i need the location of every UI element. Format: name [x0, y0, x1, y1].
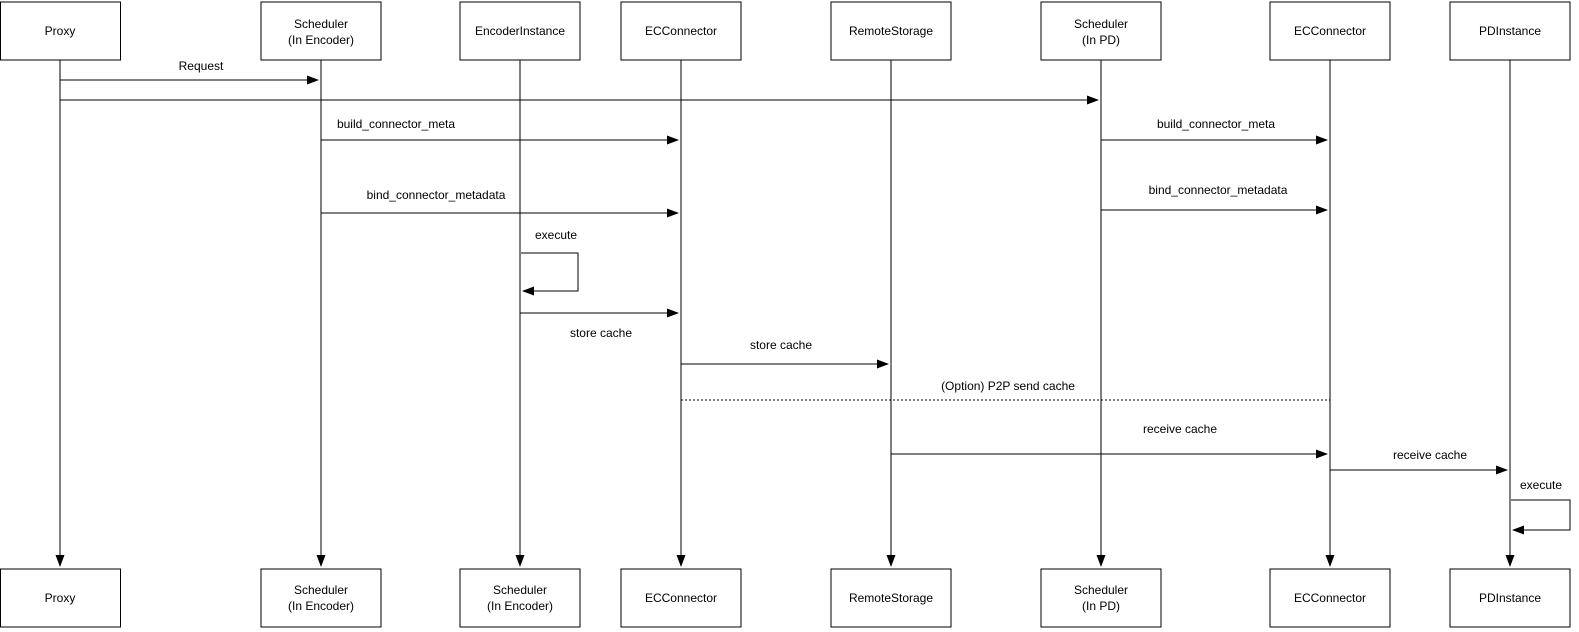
message-bind-connector-metadata-encoder-label: bind_connector_metadata	[367, 188, 506, 202]
actor-top-scheduler-encoder-box	[260, 1, 382, 61]
message-p2p-send-cache: (Option) P2P send cache	[681, 379, 1330, 401]
message-execute-encoder-arrow	[521, 252, 579, 296]
actor-bottom-pd-instance-label: PDInstance	[1479, 591, 1541, 605]
actor-bottom-remote-storage: RemoteStorage	[830, 568, 952, 628]
actor-bottom-scheduler-encoder-1-label-line1: Scheduler	[294, 583, 348, 597]
message-store-cache-to-remotestorage: store cache	[681, 338, 889, 369]
message-p2p-send-cache-label: (Option) P2P send cache	[941, 379, 1075, 393]
message-execute-encoder-label: execute	[535, 228, 577, 242]
actor-bottom-ec-connector-right: ECConnector	[1269, 568, 1391, 628]
actor-bottom-remote-storage-label: RemoteStorage	[849, 591, 933, 605]
actor-top-remote-storage-label: RemoteStorage	[849, 24, 933, 38]
actor-bottom-ec-connector-right-box	[1269, 568, 1391, 628]
actor-bottom-proxy-label: Proxy	[45, 591, 76, 605]
actor-top-ec-connector-right-box	[1269, 1, 1391, 61]
actor-bottom-scheduler-pd: Scheduler (In PD)	[1040, 568, 1162, 628]
message-build-connector-meta-encoder-label: build_connector_meta	[337, 117, 455, 131]
actor-bottom-scheduler-encoder-1: Scheduler (In Encoder)	[260, 568, 382, 628]
message-receive-cache-to-pdinstance: receive cache	[1330, 448, 1508, 475]
message-store-cache-to-ecconnector-label: store cache	[570, 326, 632, 340]
message-bind-connector-metadata-pd-label: bind_connector_metadata	[1149, 183, 1288, 197]
message-request-label: Request	[179, 59, 224, 73]
message-build-connector-meta-encoder: build_connector_meta	[321, 117, 679, 145]
actor-top-scheduler-pd-label-line1: Scheduler	[1074, 17, 1128, 31]
message-bind-connector-metadata-encoder: bind_connector_metadata	[321, 188, 679, 218]
actor-top-encoder-instance-label: EncoderInstance	[475, 24, 565, 38]
lifelines	[55, 60, 1515, 567]
actor-top-pd-instance-label: PDInstance	[1479, 24, 1541, 38]
message-store-cache-to-ecconnector: store cache	[520, 308, 679, 340]
actor-bottom-ec-connector-left: ECConnector	[620, 568, 742, 628]
actor-bottom-scheduler-pd-box	[1040, 568, 1162, 628]
actor-bottom-scheduler-encoder-2-box	[459, 568, 581, 628]
actor-top-ec-connector-right: ECConnector	[1269, 1, 1391, 61]
message-request: Request	[60, 59, 319, 85]
actor-top-remote-storage-box	[830, 1, 952, 61]
messages: Request build_connector_meta build_conne…	[60, 59, 1571, 535]
actor-top-proxy: Proxy	[0, 1, 121, 61]
actor-bottom-scheduler-pd-label-line2: (In PD)	[1082, 599, 1120, 613]
actor-bottom-ec-connector-right-label: ECConnector	[1294, 591, 1366, 605]
actor-top-remote-storage: RemoteStorage	[830, 1, 952, 61]
message-build-connector-meta-pd: build_connector_meta	[1101, 117, 1328, 145]
actor-bottom-ec-connector-left-box	[620, 568, 742, 628]
actor-top-proxy-label: Proxy	[45, 24, 76, 38]
message-execute-pd-arrow	[1511, 499, 1571, 535]
actor-top-ec-connector-left-box	[620, 1, 742, 61]
actor-bottom-ec-connector-left-label: ECConnector	[645, 591, 717, 605]
actor-bottom-proxy: Proxy	[0, 568, 121, 628]
actor-bottom-scheduler-encoder-1-label-line2: (In Encoder)	[288, 599, 354, 613]
message-build-connector-meta-pd-label: build_connector_meta	[1157, 117, 1275, 131]
actor-bottom-remote-storage-box	[830, 568, 952, 628]
actor-top-scheduler-pd-label-line2: (In PD)	[1082, 33, 1120, 47]
actor-top-scheduler-encoder-label-line2: (In Encoder)	[288, 33, 354, 47]
message-execute-pd-label: execute	[1520, 478, 1562, 492]
actor-bottom-scheduler-pd-label-line1: Scheduler	[1074, 583, 1128, 597]
actor-bottom-scheduler-encoder-2-label-line1: Scheduler	[493, 583, 547, 597]
actor-top-proxy-box	[0, 1, 121, 61]
message-execute-pd-self-loop: execute	[1511, 478, 1571, 535]
actor-bottom-scheduler-encoder-2-label-line2: (In Encoder)	[487, 599, 553, 613]
actor-bottom-pd-instance-box	[1449, 568, 1571, 628]
actor-top-scheduler-pd-box	[1040, 1, 1162, 61]
actor-bottom-scheduler-encoder-2: Scheduler (In Encoder)	[459, 568, 581, 628]
actor-bottom-pd-instance: PDInstance	[1449, 568, 1571, 628]
actor-bottom-proxy-box	[0, 568, 121, 628]
actor-top-scheduler-encoder: Scheduler (In Encoder)	[260, 1, 382, 61]
message-receive-cache-to-ecconnector-label: receive cache	[1143, 422, 1217, 436]
actor-top-scheduler-encoder-label-line1: Scheduler	[294, 17, 348, 31]
message-receive-cache-to-pdinstance-label: receive cache	[1393, 448, 1467, 462]
actor-top-encoder-instance: EncoderInstance	[459, 1, 581, 61]
actor-top-ec-connector-right-label: ECConnector	[1294, 24, 1366, 38]
actor-top-encoder-instance-box	[459, 1, 581, 61]
actor-bottom-scheduler-encoder-1-box	[260, 568, 382, 628]
actor-top-ec-connector-left-label: ECConnector	[645, 24, 717, 38]
message-execute-encoder-self-loop: execute	[521, 228, 579, 296]
actor-top-scheduler-pd: Scheduler (In PD)	[1040, 1, 1162, 61]
actor-top-ec-connector-left: ECConnector	[620, 1, 742, 61]
actors-top: Proxy Scheduler (In Encoder) EncoderInst…	[0, 1, 1571, 61]
actor-top-pd-instance-box	[1449, 1, 1571, 61]
message-receive-cache-to-ecconnector: receive cache	[891, 422, 1328, 459]
message-store-cache-to-remotestorage-label: store cache	[750, 338, 812, 352]
message-bind-connector-metadata-pd: bind_connector_metadata	[1101, 183, 1328, 215]
actor-top-pd-instance: PDInstance	[1449, 1, 1571, 61]
actors-bottom: Proxy Scheduler (In Encoder) Scheduler (…	[0, 568, 1571, 628]
